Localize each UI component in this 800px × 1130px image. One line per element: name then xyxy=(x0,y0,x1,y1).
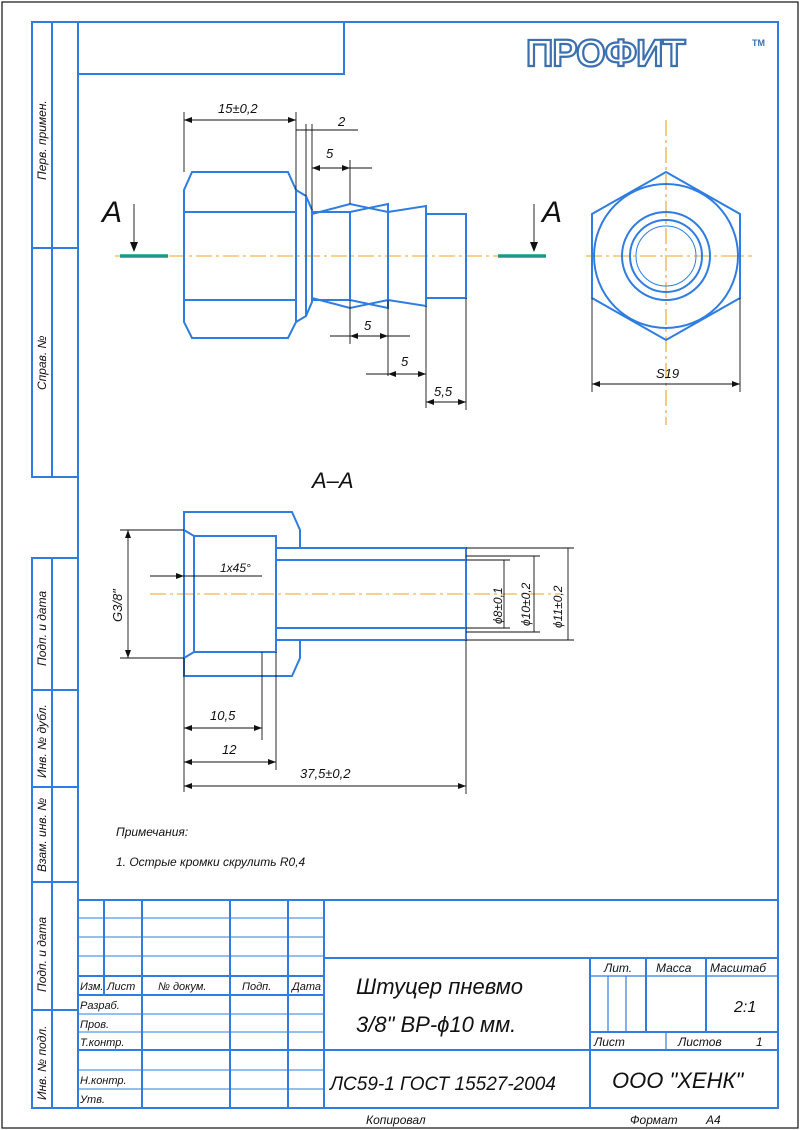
logo-tm: TM xyxy=(752,38,765,48)
dim-5-5: 5,5 xyxy=(434,384,453,399)
profit-logo: ПРОФИТ TM xyxy=(525,32,765,76)
title-block xyxy=(77,899,779,1109)
notes-heading: Примечания: xyxy=(116,825,188,839)
section-marker-left: A xyxy=(100,196,122,229)
front-view: A A 15±0,2 2 5 5 5 5,5 xyxy=(100,101,562,410)
tb-col-list: Лист xyxy=(106,981,135,993)
dim-5-low: 5 xyxy=(401,354,409,369)
logo-text: ПРОФИТ xyxy=(526,33,685,75)
dim-2: 2 xyxy=(337,114,346,129)
tb-hdr-lit: Лит. xyxy=(603,961,632,975)
dim-10-5: 10,5 xyxy=(210,708,236,723)
side-label-vzam-inv: Взам. инв. № xyxy=(35,798,49,872)
note-item-1: 1. Острые кромки скрулить R0,4 xyxy=(116,855,306,869)
top-left-stamp xyxy=(77,21,345,75)
tb-hdr-massa: Масса xyxy=(656,961,692,975)
section-marker-right: A xyxy=(540,196,562,229)
dim-phi10: ϕ10±0,2 xyxy=(519,582,533,626)
side-label-podp-data-1: Подп. и дата xyxy=(35,591,49,666)
tb-sheets-value: 1 xyxy=(756,1035,763,1049)
hex-end-view: S19 xyxy=(586,120,752,425)
tb-row-razrab: Разраб. xyxy=(80,1000,120,1012)
footer-format-value: A4 xyxy=(705,1113,721,1127)
dim-5-top: 5 xyxy=(326,146,334,161)
tb-hdr-masshtab: Масштаб xyxy=(710,961,767,975)
dim-chamfer: 1x45° xyxy=(220,561,251,575)
tb-name-line1: Штуцер пневмо xyxy=(356,974,523,999)
tb-row-prov: Пров. xyxy=(80,1019,109,1031)
dim-s19: S19 xyxy=(656,366,679,381)
side-label-inv-podl: Инв. № подл. xyxy=(35,1026,49,1100)
left-strip-top xyxy=(31,21,79,478)
footer-format-label: Формат xyxy=(630,1113,678,1127)
section-title: A–A xyxy=(310,468,354,493)
dim-phi8: ϕ8±0,1 xyxy=(491,587,505,624)
dim-15: 15±0,2 xyxy=(218,101,258,116)
dim-12: 12 xyxy=(222,742,237,757)
section-view: G3/8" 1x45° ϕ8±0,1 ϕ10±0,2 ϕ11±0,2 10,5 … xyxy=(110,511,574,794)
tb-col-data: Дата xyxy=(290,981,321,993)
tb-name-line2: 3/8" ВР-ϕ10 мм. xyxy=(356,1012,516,1037)
dim-g38: G3/8" xyxy=(110,588,125,622)
side-label-podp-data-2: Подп. и дата xyxy=(35,917,49,992)
dim-37-5: 37,5±0,2 xyxy=(300,766,351,781)
side-label-sprav: Справ. № xyxy=(35,335,49,390)
tb-company: ООО "ХЕНК" xyxy=(612,1068,744,1093)
tb-material: ЛС59-1 ГОСТ 15527-2004 xyxy=(328,1074,556,1095)
dim-phi11: ϕ11±0,2 xyxy=(551,585,565,628)
tb-scale: 2:1 xyxy=(733,999,756,1016)
tb-col-izm: Изм. xyxy=(80,981,103,993)
side-label-perv-primen: Перв. примен. xyxy=(35,100,49,180)
tb-row-nkontr: Н.контр. xyxy=(80,1075,127,1087)
left-strip-bottom xyxy=(31,557,79,1109)
side-label-inv-dubl: Инв. № дубл. xyxy=(35,704,49,778)
tb-row-tkontr: Т.контр. xyxy=(80,1037,124,1049)
tb-col-podp: Подп. xyxy=(242,981,271,993)
tb-sheets-label: Листов xyxy=(677,1035,722,1049)
tb-row-utv: Утв. xyxy=(79,1094,105,1106)
tb-col-dokum: № докум. xyxy=(158,981,206,993)
dim-5-mid: 5 xyxy=(364,318,372,333)
footer-kopiroval: Копировал xyxy=(366,1113,426,1127)
tb-sheet-label: Лист xyxy=(593,1035,625,1049)
